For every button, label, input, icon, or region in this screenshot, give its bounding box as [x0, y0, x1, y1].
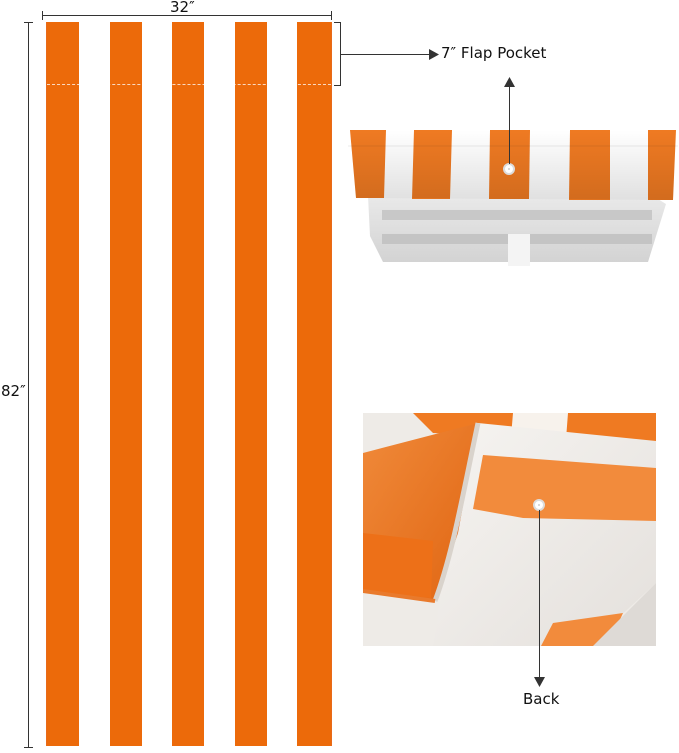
flap-pocket-label: 7″ Flap Pocket [441, 44, 547, 62]
width-dimension-tick-right [331, 11, 332, 20]
orange-stripe [172, 22, 204, 746]
orange-stripe [297, 22, 331, 746]
back-label: Back [523, 690, 560, 708]
flap-pointer-line [509, 86, 510, 164]
height-dimension-tick-bottom [24, 747, 33, 748]
lounger-illustration [348, 130, 678, 266]
flap-seam-line [47, 84, 331, 85]
flap-bracket-bottom [334, 85, 341, 86]
arrow-down-icon [534, 677, 545, 687]
height-dimension-line [28, 22, 29, 748]
width-dimension-tick-left [42, 11, 43, 20]
orange-stripe [235, 22, 267, 746]
width-label: 32″ [170, 0, 195, 16]
towel-back-photo [363, 413, 656, 646]
flap-pocket-marker [503, 163, 515, 175]
flap-bracket-top [334, 22, 341, 23]
height-label: 82″ [0, 382, 27, 400]
width-dimension-line [42, 15, 332, 16]
flap-arrow-line [340, 54, 433, 55]
height-dimension-tick-top [24, 22, 33, 23]
towel-fold-illustration [363, 413, 656, 646]
orange-stripe [47, 22, 79, 746]
striped-towel [46, 22, 332, 746]
arrow-right-icon [429, 49, 439, 60]
arrow-up-icon [504, 77, 515, 87]
orange-stripe [110, 22, 142, 746]
flap-pocket-photo [348, 126, 678, 266]
back-pointer-line [539, 510, 540, 680]
